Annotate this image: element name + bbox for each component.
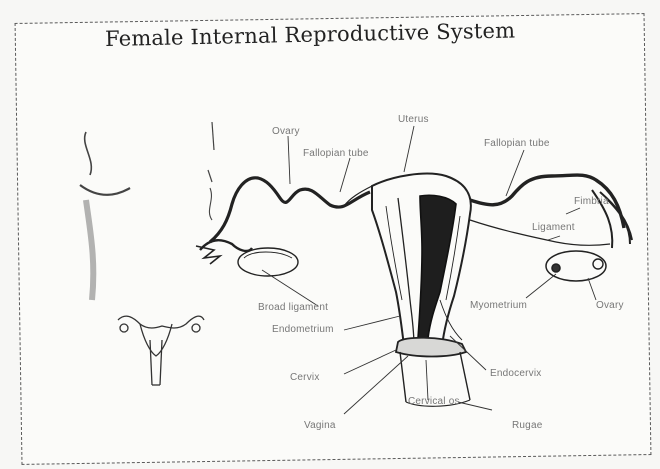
uterus-thumbnail <box>118 316 204 385</box>
label-endocervix: Endocervix <box>490 368 541 379</box>
label-ovary-right: Ovary <box>596 300 624 311</box>
label-ovary: Ovary <box>272 126 300 137</box>
label-uterus: Uterus <box>398 114 429 125</box>
label-fallopian-tube-left: Fallopian tube <box>303 148 369 159</box>
label-fallopian-tube-right: Fallopian tube <box>484 138 550 149</box>
label-endometrium: Endometrium <box>272 324 334 335</box>
label-rugae: Rugae <box>512 420 542 431</box>
uterus-drawing <box>196 174 632 407</box>
label-cervix: Cervix <box>290 372 320 383</box>
label-broad-ligament: Broad ligament <box>258 302 328 313</box>
label-fimbria: Fimbria <box>574 196 609 207</box>
label-cervical-os: Cervical os <box>408 396 460 407</box>
label-myometrium: Myometrium <box>470 300 527 311</box>
label-vagina: Vagina <box>304 420 336 431</box>
label-ligament: Ligament <box>532 222 575 233</box>
body-silhouette <box>80 122 214 300</box>
